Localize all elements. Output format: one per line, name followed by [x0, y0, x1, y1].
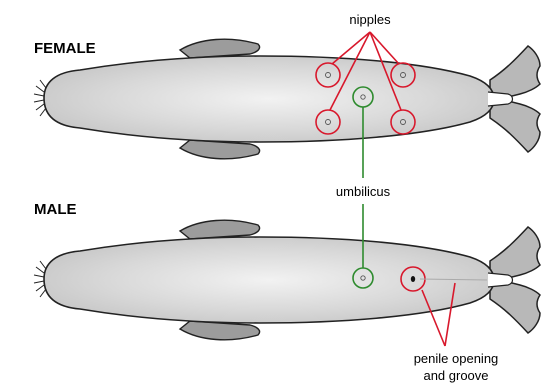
male-label: MALE — [34, 201, 77, 218]
female-seal — [34, 39, 540, 159]
penile-groove-label: and groove — [423, 368, 488, 383]
umbilicus-label: umbilicus — [336, 184, 391, 199]
female-label: FEMALE — [34, 40, 96, 57]
nipples-label: nipples — [349, 12, 391, 27]
penile-opening-label: penile opening — [414, 351, 499, 366]
